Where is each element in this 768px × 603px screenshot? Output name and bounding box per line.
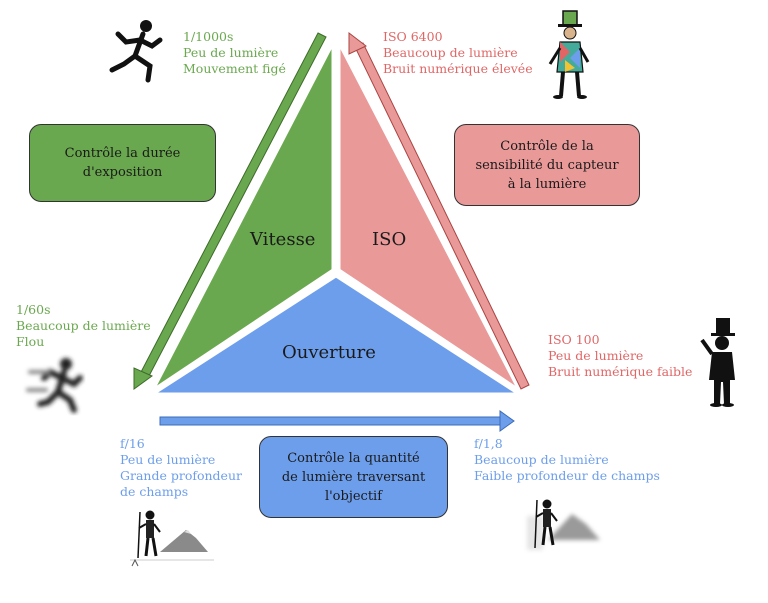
- iso-arrow: [348, 31, 530, 390]
- speed-section-label: Vitesse: [250, 229, 316, 250]
- aperture-closed-line3: de champs: [120, 484, 189, 499]
- iso-box-line1: Contrôle de la: [500, 138, 594, 154]
- iso-box-line2: sensibilité du capteur: [475, 157, 619, 173]
- running-man-icon: [109, 20, 163, 83]
- speed-box-line2: d'exposition: [82, 165, 163, 180]
- speed-slow-line1: Beaucoup de lumière: [16, 318, 151, 333]
- iso-section-label: ISO: [372, 229, 407, 250]
- hiker-mountain-blurred-icon: [527, 499, 600, 550]
- aperture-closed-line1: Peu de lumière: [120, 452, 216, 467]
- speed-description-box: Contrôle la durée d'exposition: [29, 124, 216, 202]
- aperture-closed-info: f/16 Peu de lumière Grande profondeur de…: [120, 436, 242, 500]
- aperture-open-info: f/1,8 Beaucoup de lumière Faible profond…: [474, 436, 660, 484]
- speed-triangle-section: [151, 42, 335, 392]
- aperture-closed-line2: Grande profondeur: [120, 468, 242, 483]
- aperture-description-box: Contrôle la quantité de lumière traversa…: [259, 436, 448, 518]
- iso-high-info: ISO 6400 Beaucoup de lumière Bruit numér…: [383, 29, 533, 77]
- aperture-open-line2: Faible profondeur de champs: [474, 468, 660, 483]
- aperture-closed-value: f/16: [120, 436, 145, 451]
- iso-low-value: ISO 100: [548, 332, 600, 347]
- blurred-runner-icon: [26, 358, 83, 413]
- iso-high-value: ISO 6400: [383, 29, 443, 44]
- iso-box-line3: à la lumière: [507, 176, 587, 192]
- iso-low-line1: Peu de lumière: [548, 348, 644, 363]
- iso-low-line2: Bruit numérique faible: [548, 364, 693, 379]
- speed-arrow: [133, 32, 327, 390]
- aperture-open-line1: Beaucoup de lumière: [474, 452, 609, 467]
- aperture-box-line2: de lumière traversant: [281, 469, 426, 485]
- top-hat-man-icon: [700, 318, 735, 407]
- speed-slow-value: 1/60s: [16, 302, 51, 317]
- hiker-mountain-sharp-icon: [130, 510, 214, 567]
- speed-box-line1: Contrôle la durée: [64, 146, 181, 161]
- aperture-triangle-section: [147, 274, 525, 396]
- speed-fast-info: 1/1000s Peu de lumière Mouvement figé: [183, 29, 286, 77]
- aperture-box-line3: l'objectif: [324, 488, 383, 504]
- aperture-arrow: [159, 410, 515, 432]
- iso-high-line1: Beaucoup de lumière: [383, 45, 518, 60]
- iso-description-box: Contrôle de la sensibilité du capteur à …: [454, 124, 640, 206]
- speed-fast-line2: Mouvement figé: [183, 61, 286, 76]
- iso-low-info: ISO 100 Peu de lumière Bruit numérique f…: [548, 332, 692, 380]
- harlequin-man-icon: [548, 10, 590, 99]
- iso-triangle-section: [337, 42, 521, 392]
- speed-slow-info: 1/60s Beaucoup de lumière Flou: [16, 302, 151, 350]
- aperture-box-line1: Contrôle la quantité: [287, 450, 420, 466]
- iso-high-line2: Bruit numérique élevée: [383, 61, 533, 76]
- speed-slow-line2: Flou: [16, 334, 45, 349]
- aperture-open-value: f/1,8: [474, 436, 503, 451]
- aperture-section-label: Ouverture: [282, 342, 376, 363]
- speed-fast-line1: Peu de lumière: [183, 45, 279, 60]
- speed-fast-value: 1/1000s: [183, 29, 234, 44]
